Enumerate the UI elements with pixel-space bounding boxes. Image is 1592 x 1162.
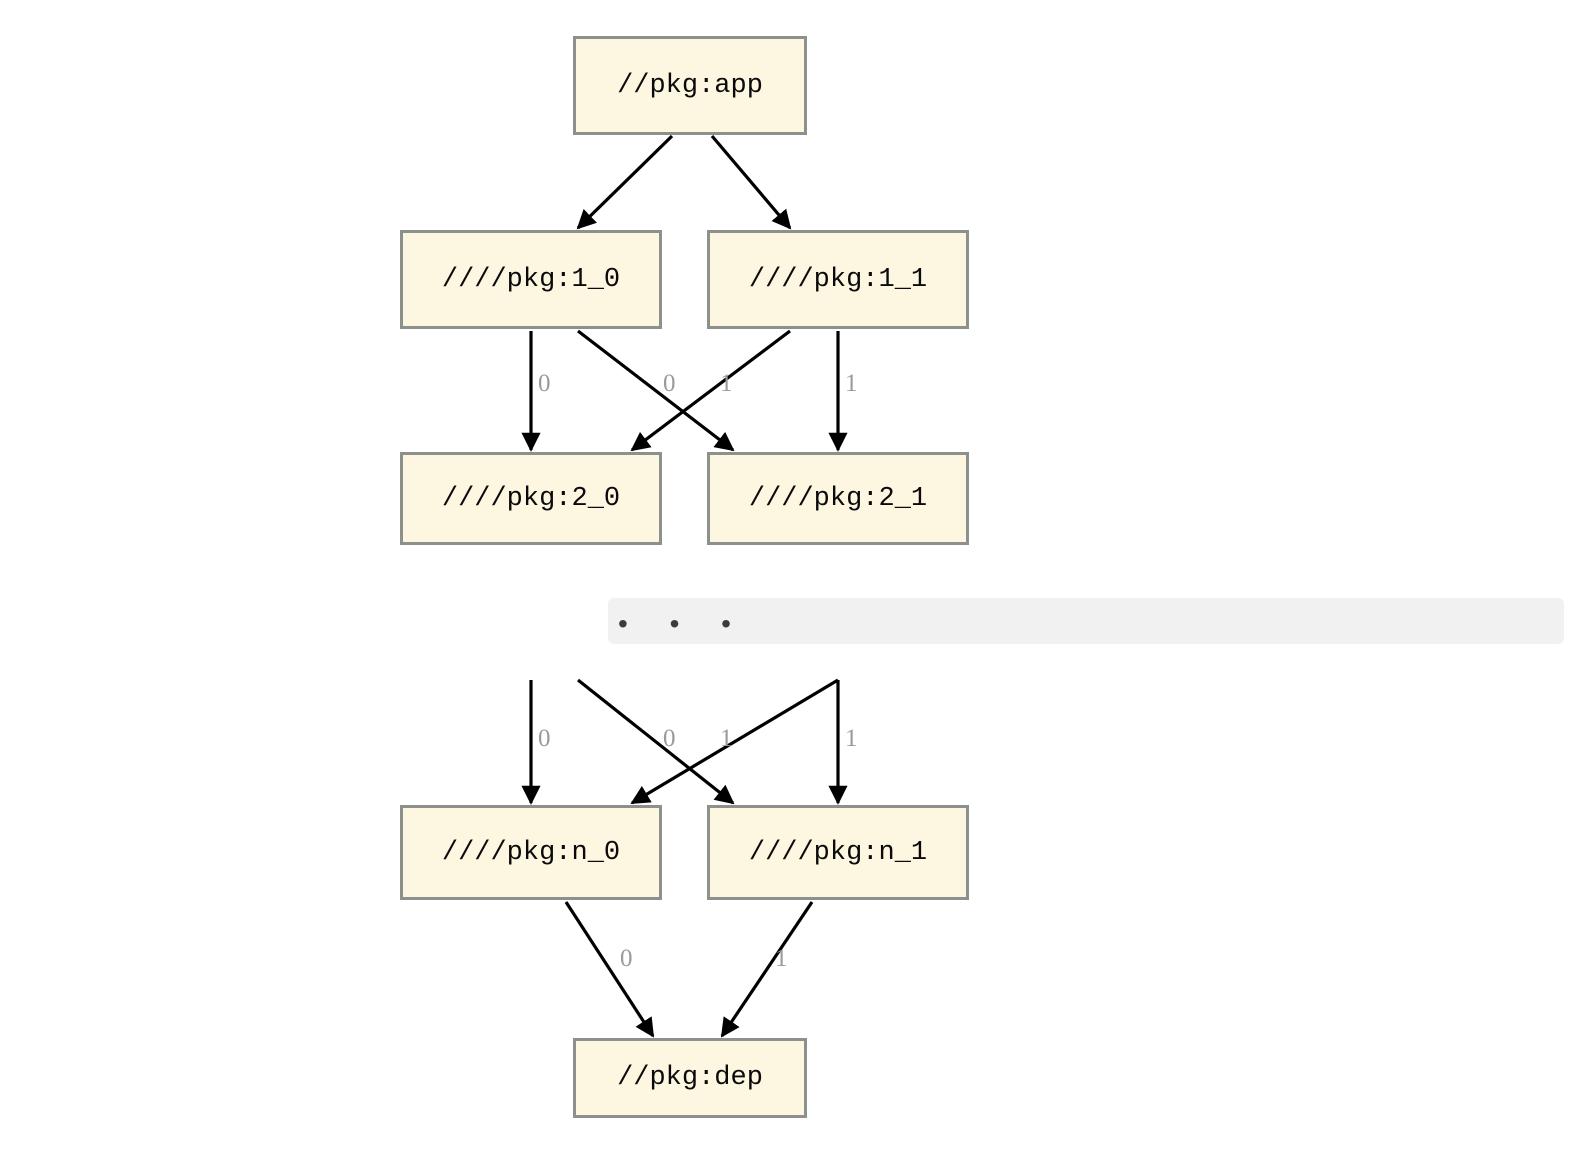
- edge-hidden-to-nn_0: [630, 678, 839, 805]
- edge-label-n1_1-n2_0: 1: [720, 370, 733, 397]
- edge-label-hidden-nn_1: 1: [845, 725, 858, 752]
- edge-label-n1_0-n2_0: 0: [538, 370, 551, 397]
- edge-lines: [521, 134, 848, 1038]
- edge-label-hidden-nn_1: 0: [663, 725, 676, 752]
- node-app[interactable]: //pkg:app: [573, 36, 807, 135]
- edge-hidden-to-nn_1: [577, 678, 735, 805]
- node-dep[interactable]: //pkg:dep: [573, 1038, 807, 1118]
- node-n2_1[interactable]: ////pkg:2_1: [707, 452, 969, 545]
- node-nn_0[interactable]: ////pkg:n_0: [400, 805, 662, 900]
- edge-nn_1-to-dep: [720, 901, 814, 1038]
- node-n1_1[interactable]: ////pkg:1_1: [707, 230, 969, 329]
- node-nn_1[interactable]: ////pkg:n_1: [707, 805, 969, 900]
- node-n2_0[interactable]: ////pkg:2_0: [400, 452, 662, 545]
- node-n1_0[interactable]: ////pkg:1_0: [400, 230, 662, 329]
- edge-label-nn_0-dep: 0: [620, 945, 633, 972]
- edge-app-to-n1_0: [576, 134, 674, 230]
- edge-label-n1_0-n2_1: 0: [663, 370, 676, 397]
- ellipsis-dots: • • •: [618, 608, 748, 639]
- edge-app-to-n1_1: [710, 134, 792, 230]
- edge-label-nn_1-dep: 1: [775, 945, 788, 972]
- edge-label-n1_1-n2_1: 1: [845, 370, 858, 397]
- edge-label-hidden-nn_0: 1: [720, 725, 733, 752]
- ellipsis-band: • • •: [608, 598, 1564, 644]
- edge-n1_1-to-n2_0: [630, 329, 791, 452]
- edge-nn_0-to-dep: [564, 901, 655, 1038]
- edge-label-hidden-nn_0: 0: [538, 725, 551, 752]
- edge-n1_0-to-n2_1: [577, 329, 735, 452]
